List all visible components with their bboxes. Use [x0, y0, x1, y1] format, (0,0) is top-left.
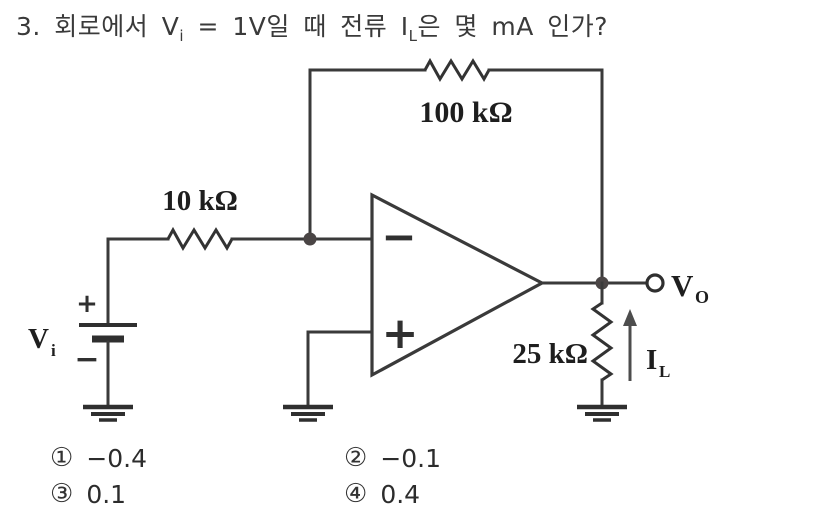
battery-plus-sign: +	[76, 289, 98, 319]
feedback-resistor	[423, 57, 491, 82]
opamp-noninverting-input-sign: +	[382, 308, 419, 359]
option-4-marker: ④	[344, 479, 368, 509]
vi-subscript: i	[179, 27, 185, 45]
inverting-node-dot	[303, 232, 317, 246]
opamp-inverting-input-sign: −	[381, 212, 416, 261]
source-voltage-label: V	[28, 323, 49, 355]
source-voltage-subscript: i	[51, 341, 56, 360]
input-resistor-label: 10 kΩ	[162, 185, 238, 217]
ground-symbol-noninverting	[283, 404, 333, 422]
option-1-marker: ①	[50, 443, 74, 473]
opamp-triangle	[370, 192, 546, 378]
noninverting-input-wire	[306, 330, 374, 408]
load-current-arrow	[623, 309, 637, 381]
ground-symbol-source	[83, 404, 133, 422]
option-2-value: −0.1	[380, 443, 442, 473]
battery-minus-sign: −	[74, 342, 99, 377]
option-4: ④ 0.4	[344, 479, 420, 509]
question-text-part: = 1V일 때 전류 I	[184, 12, 409, 41]
option-3-value: 0.1	[86, 479, 127, 509]
question-title: 3. 회로에서 Vi = 1V일 때 전류 IL은 몇 mA 인가?	[16, 7, 608, 45]
option-1-value: −0.4	[86, 443, 148, 473]
load-resistor	[590, 301, 614, 382]
output-voltage-label: V	[671, 268, 694, 303]
option-2: ② −0.1	[344, 443, 441, 473]
output-voltage-subscript: O	[695, 287, 709, 307]
load-resistor-label: 25 kΩ	[512, 338, 588, 370]
option-2-marker: ②	[344, 443, 368, 473]
load-current-subscript: L	[659, 362, 670, 381]
option-3-marker: ③	[50, 479, 74, 509]
il-subscript: L	[408, 27, 418, 45]
question-text-part: 은 몇 mA 인가?	[417, 12, 609, 41]
option-4-value: 0.4	[380, 479, 421, 509]
option-1: ① −0.4	[50, 443, 147, 473]
input-resistor	[166, 226, 234, 251]
option-3: ③ 0.1	[50, 479, 126, 509]
feedback-resistor-label: 100 kΩ	[419, 96, 512, 129]
load-current-label: I	[646, 344, 657, 376]
question-text-part: 3. 회로에서 V	[16, 12, 180, 41]
ground-symbol-load	[577, 404, 627, 422]
output-terminal-circle	[645, 273, 665, 293]
